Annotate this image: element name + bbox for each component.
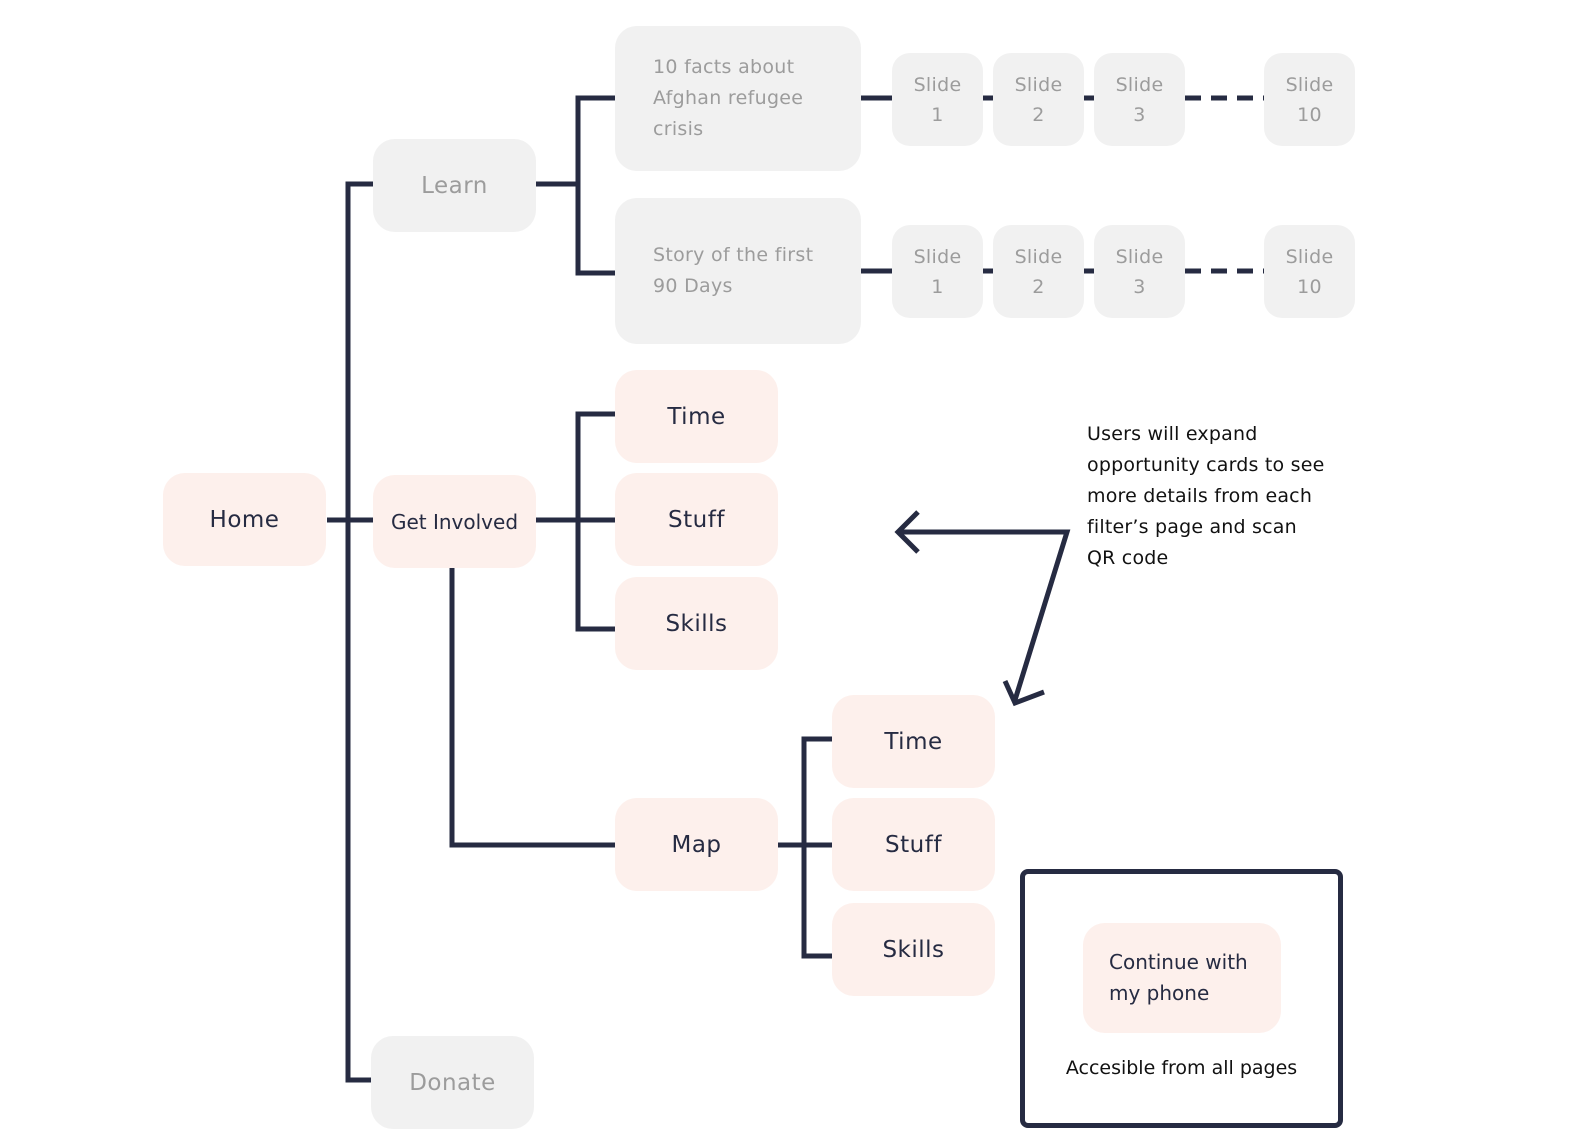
map-filter-stuff-node[interactable]: Stuff	[832, 798, 995, 891]
slide-word: Slide	[913, 73, 962, 96]
story-slide-1[interactable]: Slide 1	[892, 225, 983, 318]
facts-slide-10[interactable]: Slide 10	[1264, 53, 1355, 146]
story-slide-2[interactable]: Slide 2	[993, 225, 1084, 318]
learn-label: Learn	[421, 172, 488, 199]
donate-label: Donate	[409, 1069, 496, 1096]
story-slide-10[interactable]: Slide 10	[1264, 225, 1355, 318]
slide-number: 1	[931, 275, 944, 298]
facts-slide-1[interactable]: Slide 1	[892, 53, 983, 146]
learn-node[interactable]: Learn	[373, 139, 536, 232]
slide-word: Slide	[1014, 73, 1063, 96]
facts-slide-2[interactable]: Slide 2	[993, 53, 1084, 146]
filter-stuff-node[interactable]: Stuff	[615, 473, 778, 566]
map-node[interactable]: Map	[615, 798, 778, 891]
slide-word: Slide	[1115, 245, 1164, 268]
story-label: Story of the first 90 Days	[653, 244, 814, 297]
slide-number: 10	[1297, 103, 1322, 126]
slide-word: Slide	[1115, 73, 1164, 96]
slide-number: 2	[1032, 275, 1045, 298]
slide-number: 2	[1032, 103, 1045, 126]
home-node[interactable]: Home	[163, 473, 326, 566]
filter-skills-node[interactable]: Skills	[615, 577, 778, 670]
phone-frame	[1020, 869, 1343, 1128]
slide-word: Slide	[1285, 245, 1334, 268]
facts-node[interactable]: 10 facts about Afghan refugee crisis	[615, 26, 861, 171]
filter-stuff-label: Stuff	[668, 506, 725, 533]
map-filter-time-node[interactable]: Time	[832, 695, 995, 788]
filter-skills-label: Skills	[665, 610, 728, 637]
phone-caption: Accesible from all pages	[1065, 1057, 1298, 1079]
continue-phone-label: Continue with my phone	[1109, 950, 1248, 1005]
filter-time-label: Time	[667, 403, 726, 430]
slide-word: Slide	[913, 245, 962, 268]
story-node[interactable]: Story of the first 90 Days	[615, 198, 861, 344]
facts-label: 10 facts about Afghan refugee crisis	[653, 56, 804, 140]
map-filter-skills-label: Skills	[882, 936, 945, 963]
slide-number: 3	[1133, 103, 1146, 126]
get-involved-label: Get Involved	[390, 509, 519, 534]
map-filter-time-label: Time	[884, 728, 943, 755]
story-slide-3[interactable]: Slide 3	[1094, 225, 1185, 318]
map-label: Map	[671, 831, 722, 858]
annotation-text: Users will expand opportunity cards to s…	[1087, 423, 1325, 569]
slide-number: 10	[1297, 275, 1322, 298]
facts-slide-3[interactable]: Slide 3	[1094, 53, 1185, 146]
slide-word: Slide	[1014, 245, 1063, 268]
continue-phone-button[interactable]: Continue with my phone	[1083, 923, 1281, 1033]
map-filter-stuff-label: Stuff	[885, 831, 942, 858]
slide-word: Slide	[1285, 73, 1334, 96]
home-label: Home	[209, 506, 280, 533]
slide-number: 1	[931, 103, 944, 126]
slide-number: 3	[1133, 275, 1146, 298]
filter-time-node[interactable]: Time	[615, 370, 778, 463]
donate-node[interactable]: Donate	[371, 1036, 534, 1129]
map-filter-skills-node[interactable]: Skills	[832, 903, 995, 996]
get-involved-node[interactable]: Get Involved	[373, 475, 536, 568]
